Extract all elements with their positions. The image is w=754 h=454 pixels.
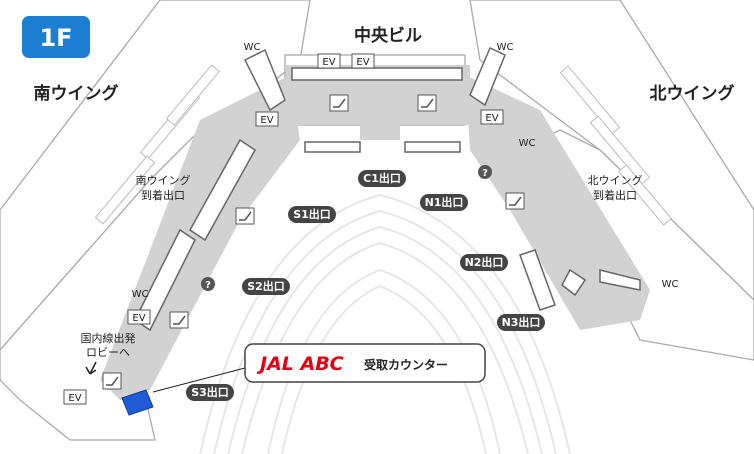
info-icon-north-glyph: ? [482,168,488,179]
info-icon-south[interactable]: ? [201,277,215,291]
exit-n2-label: N2出口 [465,255,504,269]
south-wing-label: 南ウイング [34,83,119,104]
exit-s3-label: S3出口 [191,385,229,399]
exit-n3[interactable]: N3出口 [497,314,545,331]
ev-label-4: EV [485,113,498,124]
structures [134,46,641,332]
callout-text: 受取カウンター [364,357,448,372]
exit-s2-label: S2出口 [247,279,285,293]
ev-box-3: EV [255,111,279,127]
ev-label-2: EV [356,57,369,68]
escalator-icon-s1 [235,207,255,225]
escalator-icon-n1 [505,192,525,210]
exit-n1[interactable]: N1出口 [420,194,468,211]
exit-n1-label: N1出口 [425,195,464,209]
lobby-arrow-icon [85,361,97,375]
north-arrival-label-2: 到着出口 [593,188,637,202]
ev-label-1: EV [322,57,335,68]
escalator-icon-s2 [169,311,189,329]
ev-label-5: EV [132,313,145,324]
north-arrival-label-1: 北ウイング [588,173,643,187]
wing-walls [94,64,673,226]
ev-label-6: EV [68,393,81,404]
exit-n3-label: N3出口 [502,315,541,329]
exit-c1-label: C1出口 [363,171,401,185]
exit-n2[interactable]: N2出口 [460,254,508,271]
escalator-icon-center-right [417,94,437,112]
floor-badge-label: 1F [39,24,72,52]
exit-s1-label: S1出口 [293,207,331,221]
ev-box-2: EV [351,53,375,69]
escalator-icon-lobby [102,372,122,390]
jal-abc-counter[interactable] [121,389,154,416]
ev-box-1: EV [317,53,341,69]
wc-label-south: WC [132,289,149,300]
wc-label-center-north: WC [497,42,514,53]
ev-box-4: EV [480,109,504,125]
exit-c1[interactable]: C1出口 [358,170,406,187]
floor-badge [22,16,90,58]
wc-label-north: WC [519,138,536,149]
info-icon-south-glyph: ? [205,280,211,291]
exit-s3[interactable]: S3出口 [186,384,234,401]
ev-box-6: EV [63,389,87,405]
ev-label-3: EV [260,115,273,126]
escalator-icon-center-left [329,94,349,112]
wc-label-center-south: WC [244,42,261,53]
wc-label-north-end: WC [662,279,679,290]
south-arrival-label-1: 南ウイング [136,173,191,187]
exit-s2[interactable]: S2出口 [242,278,290,295]
exit-s1[interactable]: S1出口 [288,206,336,223]
jal-abc-callout[interactable]: JAL ABC 受取カウンター [244,343,486,383]
callout-leader-line [152,367,246,393]
ev-box-5: EV [127,309,151,325]
domestic-lobby-label-2: ロビーへ [86,346,130,359]
info-icon-north[interactable]: ? [478,165,492,179]
domestic-lobby-label-1: 国内線出発 [81,331,136,345]
center-building-label: 中央ビル [354,25,422,46]
south-arrival-label-2: 到着出口 [141,188,185,202]
north-wing-label: 北ウイング [650,83,735,104]
callout-brand: JAL ABC [256,353,344,375]
